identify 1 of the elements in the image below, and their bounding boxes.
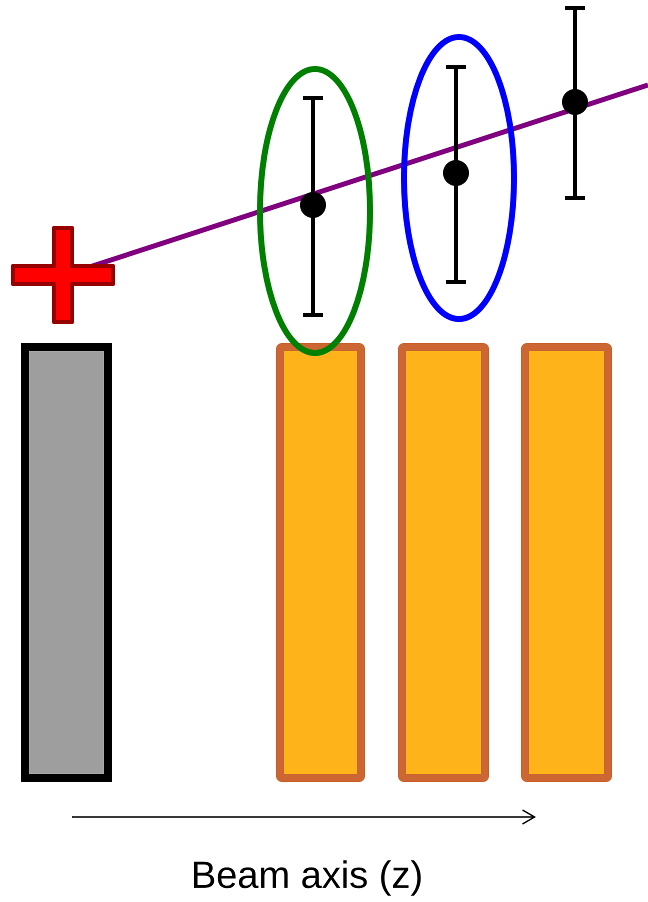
axis-label: Beam axis (z) xyxy=(194,860,421,896)
